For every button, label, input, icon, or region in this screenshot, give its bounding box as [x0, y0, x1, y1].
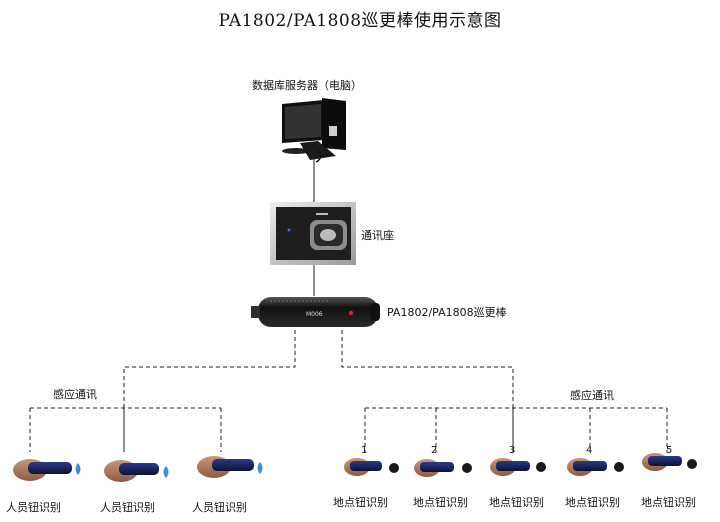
- point-number-3: 3: [509, 445, 516, 456]
- person-tag-icon: [257, 462, 263, 474]
- point-reader-2: [414, 459, 472, 477]
- dashed-connectors: [29, 330, 668, 452]
- diagram-title: PA1802/PA1808巡更棒使用示意图: [218, 11, 502, 31]
- point-label-3: 地点钮识别: [489, 496, 544, 509]
- person-tag-icon: [163, 466, 169, 478]
- stick-brand-text: M006: [306, 311, 323, 318]
- person-reader-2: [104, 460, 169, 482]
- point-reader-5: [642, 453, 697, 471]
- stick-label: PA1802/PA1808巡更棒: [387, 306, 507, 319]
- person-reader-1: [13, 459, 81, 481]
- point-number-2: 2: [431, 445, 438, 456]
- point-label-1: 地点钮识别: [333, 496, 388, 509]
- point-reader-3: [490, 458, 546, 476]
- point-reader-4: [567, 458, 624, 476]
- computer-server-icon: [282, 98, 346, 163]
- dock-label: 通讯座: [361, 229, 394, 242]
- location-button-icon: [536, 462, 546, 472]
- server-label: 数据库服务器（电脑）: [252, 79, 362, 92]
- location-button-icon: [389, 463, 399, 473]
- person-tag-icon: [75, 463, 81, 475]
- person-reader-3: [197, 456, 263, 478]
- location-button-icon: [614, 462, 624, 472]
- point-label-5: 地点钮识别: [641, 496, 696, 509]
- location-button-icon: [687, 459, 697, 469]
- point-number-5: 5: [666, 445, 673, 456]
- point-label-4: 地点钮识别: [565, 496, 620, 509]
- left-group-label: 感应通讯: [53, 388, 97, 401]
- point-number-1: 1: [361, 445, 368, 456]
- person-label-3: 人员钮识别: [192, 501, 247, 514]
- point-label-2: 地点钮识别: [413, 496, 468, 509]
- point-number-4: 4: [586, 445, 593, 456]
- patrol-stick-icon: [251, 297, 380, 327]
- person-label-2: 人员钮识别: [100, 501, 155, 514]
- person-label-1: 人员钮识别: [6, 501, 61, 514]
- location-button-icon: [462, 463, 472, 473]
- communication-dock-icon: [270, 202, 356, 265]
- point-reader-1: [344, 458, 399, 476]
- right-group-label: 感应通讯: [570, 389, 614, 402]
